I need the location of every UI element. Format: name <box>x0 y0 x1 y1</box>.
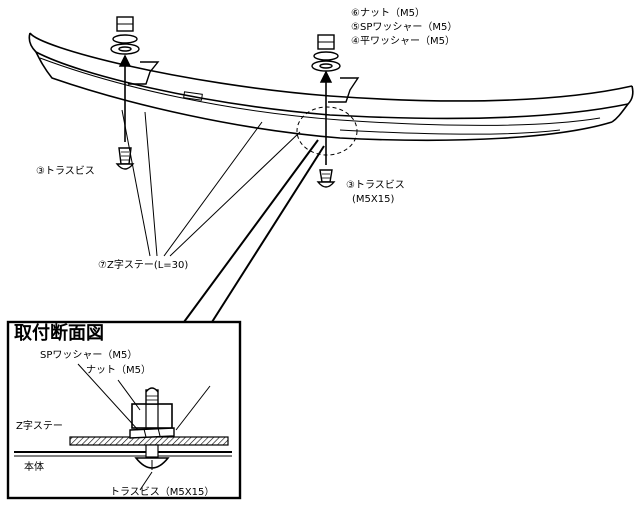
section-view-title: 取付断面図 <box>14 323 104 344</box>
inset-label-z-stay: Z字ステー <box>16 421 63 432</box>
inset-label-body: 本体 <box>24 462 44 473</box>
label-truss-screw-left: ③トラスビス <box>36 166 95 177</box>
label-z-stay: ⑦Z字ステー(L=30) <box>98 260 189 271</box>
left-mount <box>110 16 160 170</box>
label-truss-screw-right-size: (M5X15) <box>352 194 395 205</box>
label-flat-washer-top: ④平ワッシャー（M5） <box>351 36 455 47</box>
section-view <box>6 320 242 500</box>
z-stay-leaders <box>121 109 301 257</box>
label-nut-top: ⑥ナット（M5） <box>351 8 425 19</box>
callout-lines <box>183 139 325 323</box>
label-sp-washer-top: ⑤SPワッシャー（M5） <box>351 22 458 33</box>
right-mount <box>296 34 360 188</box>
inset-label-nut: ナット（M5） <box>86 365 151 376</box>
bumper-body <box>28 32 634 142</box>
inset-label-sp-washer: SPワッシャー（M5） <box>40 350 138 361</box>
inset-label-truss: トラスビス（M5X15） <box>110 487 215 498</box>
label-truss-screw-right: ③トラスビス <box>346 180 405 191</box>
